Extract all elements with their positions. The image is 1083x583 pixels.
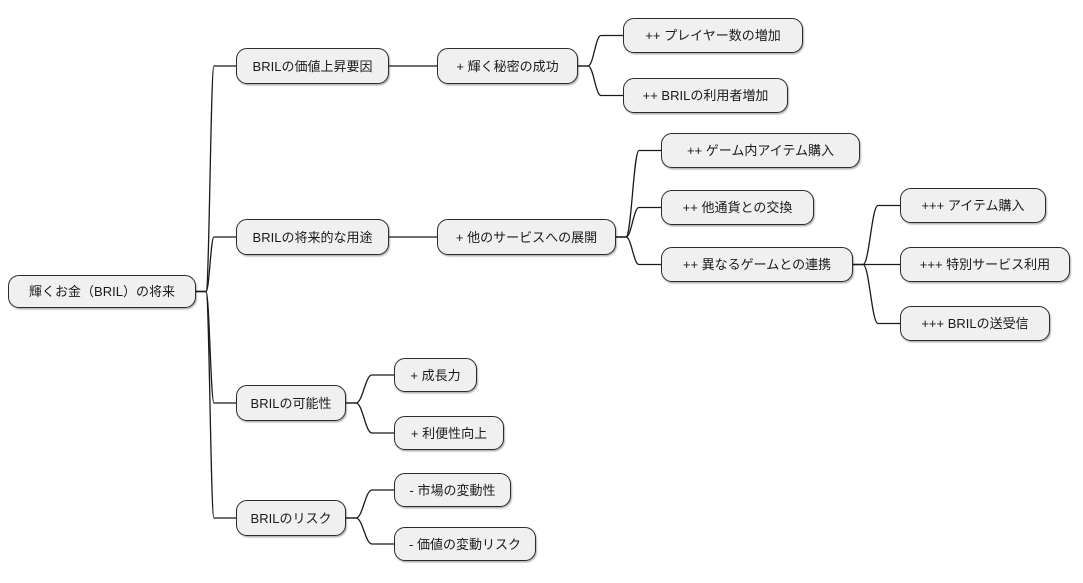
mindmap-node[interactable]: +++ 特別サービス利用 bbox=[900, 247, 1070, 282]
node-label: + 利便性向上 bbox=[410, 425, 488, 441]
mindmap-edge bbox=[852, 204, 901, 266]
node-label: 輝くお金（BRIL）の将来 bbox=[29, 284, 175, 299]
node-label: ++ BRILの利用者増加 bbox=[642, 88, 769, 103]
mindmap-node[interactable]: - 市場の変動性 bbox=[394, 473, 511, 507]
node-label: - 市場の変動性 bbox=[409, 482, 496, 498]
mindmap-edge bbox=[615, 236, 662, 266]
node-label: + 輝く秘密の成功 bbox=[456, 58, 559, 74]
node-label: + 成長力 bbox=[410, 367, 461, 383]
mindmap-node[interactable]: BRILのリスク bbox=[236, 500, 346, 536]
mindmap-node[interactable]: - 価値の変動リスク bbox=[394, 527, 536, 561]
node-label: BRILの将来的な用途 bbox=[252, 229, 373, 245]
node-label: ++ 他通貨との交換 bbox=[682, 200, 793, 215]
node-label: ++ プレイヤー数の増加 bbox=[645, 28, 781, 43]
mindmap-node[interactable]: ++ 異なるゲームとの連携 bbox=[661, 247, 853, 282]
mindmap-node[interactable]: +++ BRILの送受信 bbox=[900, 306, 1050, 341]
mindmap-root-node[interactable]: 輝くお金（BRIL）の将来 bbox=[8, 275, 196, 308]
mindmap-node[interactable]: BRILの将来的な用途 bbox=[236, 219, 389, 255]
node-label: ++ ゲーム内アイテム購入 bbox=[686, 143, 835, 158]
mindmap-edge bbox=[615, 149, 662, 238]
mindmap-node[interactable]: +++ アイテム購入 bbox=[900, 188, 1046, 223]
mindmap-edge bbox=[195, 65, 237, 293]
mindmap-node[interactable]: BRILの可能性 bbox=[236, 385, 346, 421]
node-label: + 他のサービスへの展開 bbox=[455, 229, 598, 245]
mindmap-node[interactable]: ++ BRILの利用者増加 bbox=[623, 78, 788, 113]
mindmap-node[interactable]: + 輝く秘密の成功 bbox=[437, 48, 578, 84]
mindmap-edge bbox=[345, 489, 395, 519]
node-label: BRILの価値上昇要因 bbox=[252, 58, 373, 74]
mindmap-edge bbox=[577, 34, 624, 67]
mindmap-node[interactable]: + 成長力 bbox=[394, 358, 477, 392]
mindmap-edge bbox=[195, 290, 237, 519]
mindmap-node[interactable]: ++ プレイヤー数の増加 bbox=[623, 18, 803, 53]
mindmap-node[interactable]: + 他のサービスへの展開 bbox=[437, 219, 616, 255]
node-label: +++ 特別サービス利用 bbox=[919, 257, 1051, 272]
mindmap-edge bbox=[345, 374, 395, 404]
mindmap-node[interactable]: BRILの価値上昇要因 bbox=[236, 48, 389, 84]
node-label: BRILのリスク bbox=[250, 510, 332, 526]
mindmap-edge bbox=[615, 206, 662, 238]
mindmap-edge bbox=[195, 290, 237, 404]
mindmap-edge bbox=[577, 65, 624, 97]
mindmap-node[interactable]: ++ ゲーム内アイテム購入 bbox=[661, 133, 860, 168]
node-label: +++ アイテム購入 bbox=[921, 198, 1025, 213]
node-label: ++ 異なるゲームとの連携 bbox=[682, 257, 832, 272]
mindmap-edge bbox=[345, 402, 395, 434]
node-label: +++ BRILの送受信 bbox=[921, 316, 1029, 331]
mindmap-node[interactable]: ++ 他通貨との交換 bbox=[661, 190, 814, 225]
node-label: BRILの可能性 bbox=[250, 395, 332, 411]
node-label: - 価値の変動リスク bbox=[409, 536, 521, 552]
mindmap-edge bbox=[852, 263, 901, 325]
mindmap-edge bbox=[345, 517, 395, 545]
mindmap-edge bbox=[195, 236, 237, 293]
mindmap-node[interactable]: + 利便性向上 bbox=[394, 416, 504, 450]
